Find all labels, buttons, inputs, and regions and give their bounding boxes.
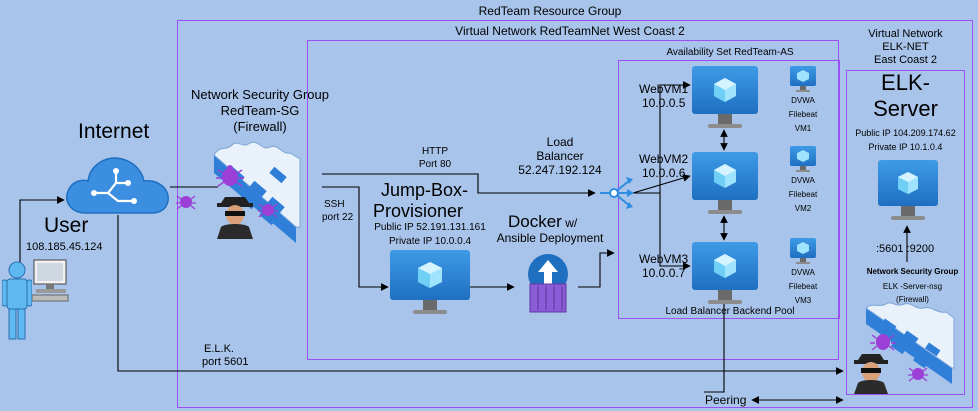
webvm1-ip: 10.0.0.5 [642,96,686,110]
jumpbox-vm-icon [390,250,470,314]
ssh-label-1: SSH [324,199,345,210]
peering-line-left [704,300,725,393]
webvm1-icon [692,66,758,128]
vnet-west-title: Virtual Network RedTeamNet West Coast 2 [455,24,685,38]
elk-ports-label: :5601 :9200 [876,243,935,255]
jumpbox-title-2: Provisioner [373,201,464,221]
webvm2-icon [692,152,758,214]
nsg-title-1: Network Security Group [191,87,329,102]
webvm1-name: WebVM1 [639,82,689,96]
elk-firewall-icon [865,302,955,384]
load-balancer-icon [600,177,634,209]
bug-icon-small [176,195,196,210]
vm1-service-2: Filebeat [788,110,818,119]
lb-vm2-line [632,174,691,194]
resource-group-title: RedTeam Resource Group [478,4,622,18]
ssh-label-2: port 22 [322,212,354,223]
vnet-elk-title-2: ELK-NET [882,41,929,53]
bug-icon [216,165,244,187]
cloud-icon [66,157,169,214]
docker-title-main: Docker [508,212,562,231]
elk-nsg-title-1: Network Security Group [866,267,959,276]
hacker-icon [854,354,888,394]
docker-title: Docker w/ [508,212,577,232]
vm1-service-3: VM1 [794,124,812,133]
docker-subtitle: Ansible Deployment [496,231,604,245]
elk-title-2: Server [873,96,938,121]
jumpbox-private-ip: Private IP 10.0.0.4 [388,236,472,247]
docker-vms-line [578,249,615,288]
elk-nsg-title-3: (Firewall) [896,295,929,304]
webvm3-name: WebVM3 [639,252,689,266]
elk-port-label-1: E.L.K. [204,343,234,355]
user-label: User [44,214,89,237]
bug-icon-small [258,203,278,218]
internet-label: Internet [78,120,150,143]
container-registry-icon [528,254,568,313]
elk-private-ip: Private IP 10.1.0.4 [868,142,943,152]
elk-nsg-title-2: ELK -Server-nsg [882,282,943,291]
vnet-elk-box [846,70,965,395]
user-internet-line [19,196,65,268]
elk-port-line [117,215,844,375]
user-ip: 108.185.45.124 [26,241,103,253]
hacker-icon [217,197,253,239]
http-label-1: HTTP [421,146,449,157]
nsg-title-3: (Firewall) [233,119,287,134]
http-line [322,173,596,197]
vnet-elk-title-1: Virtual Network [868,28,943,40]
vm3-service-2: Filebeat [788,282,818,291]
ssh-line [322,186,389,291]
lb-ip: 52.247.192.124 [518,163,602,177]
bug-icon-small [908,367,928,382]
lb-vm3-line [633,192,691,270]
webvm3-ip: 10.0.0.7 [642,266,686,280]
vm3-mini-icon [790,238,816,264]
lb-title-2: Balancer [536,149,584,163]
nsg-title-2: RedTeam-SG [220,103,300,118]
elk-vm-icon [878,160,938,220]
vm2-service-1: DVWA [791,176,815,185]
backend-pool-title: Load Balancer Backend Pool [665,306,795,317]
vm1-mini-icon [790,66,816,92]
vm1-service-1: DVWA [791,96,815,105]
elk-title-1: ELK- [881,70,930,95]
resource-group-box [177,20,973,408]
webvm2-name: WebVM2 [639,152,689,166]
jumpbox-public-ip: Public IP 52.191.131.161 [374,222,486,233]
jumpbox-title-1: Jump-Box- [381,180,469,200]
user-person-icon [2,261,32,340]
availability-set-title: Availability Set RedTeam-AS [666,47,794,58]
vm2-service-3: VM2 [794,204,812,213]
docker-title-suffix: w/ [561,216,578,230]
vm2-service-2: Filebeat [788,190,818,199]
elk-port-label-2: port 5601 [202,356,249,368]
peering-label: Peering [705,393,747,407]
bug-icon [870,334,896,351]
vm2-mini-icon [790,146,816,172]
lb-title-1: Load [546,135,574,149]
vnet-elk-title-3: East Coast 2 [874,54,937,66]
webvm2-ip: 10.0.0.6 [642,166,686,180]
vm3-service-3: VM3 [794,296,812,305]
http-label-2: Port 80 [418,159,452,170]
computer-icon [32,259,69,302]
vm3-service-1: DVWA [791,268,815,277]
vnet-west-box [307,40,839,360]
webvm3-icon [692,242,758,304]
elk-public-ip: Public IP 104.209.174.62 [855,128,956,138]
